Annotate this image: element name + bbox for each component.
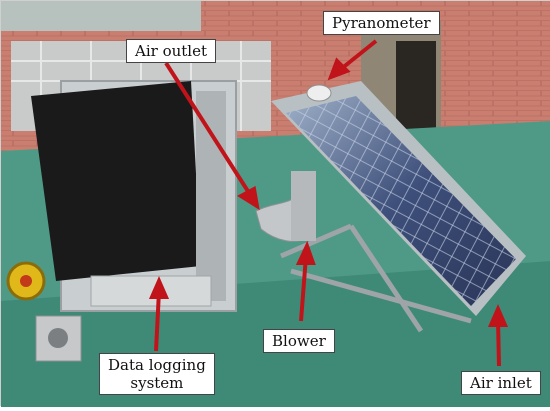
label-air-inlet: Air inlet (461, 371, 541, 395)
pyranometer-arrow-head (327, 57, 351, 81)
meter-dial (48, 328, 68, 348)
blower-arrow-head (295, 240, 316, 265)
pv-cells (286, 96, 516, 306)
label-blower: Blower (263, 329, 335, 353)
door-opening (396, 41, 436, 136)
rooftop-edge (1, 1, 201, 31)
black-cover (31, 81, 201, 281)
label-data-logging-system: Data logging system (99, 353, 215, 395)
label-air-outlet: Air outlet (126, 39, 216, 63)
cabinet-shelf (90, 275, 212, 307)
data-logging-text-line2: system (130, 374, 184, 392)
pyranometer-text: Pyranometer (332, 14, 431, 32)
air-inlet-arrow-head (487, 304, 509, 327)
annotation-arrows (148, 39, 509, 367)
blower-duct (291, 171, 316, 241)
data-logging-arrow-head (148, 276, 170, 299)
label-pyranometer: Pyranometer (323, 11, 440, 35)
cable-reel-hub (20, 275, 32, 287)
blower-text: Blower (272, 332, 326, 350)
pyranometer-device (306, 84, 332, 102)
cabinet-side (196, 91, 226, 301)
air-inlet-text: Air inlet (470, 374, 532, 392)
data-logging-text-line1: Data logging (108, 356, 206, 374)
air-outlet-arrow-head (237, 185, 260, 211)
air-outlet-text: Air outlet (135, 42, 207, 60)
